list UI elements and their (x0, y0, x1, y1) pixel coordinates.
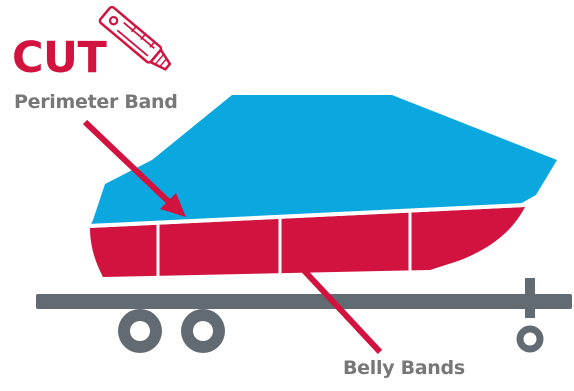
utility-knife-icon (99, 6, 175, 74)
belly-bands-label: Belly Bands (343, 356, 465, 380)
trailer-wheel-rear (181, 309, 225, 353)
trailer (36, 278, 572, 353)
trailer-wheel-front (118, 309, 162, 353)
trailer-hitch-ring (520, 329, 540, 349)
trailer-beam (36, 294, 572, 309)
trailer-hitch-post (525, 278, 535, 318)
perimeter-band-label: Perimeter Band (14, 90, 178, 114)
cut-title: CUT (12, 34, 106, 82)
